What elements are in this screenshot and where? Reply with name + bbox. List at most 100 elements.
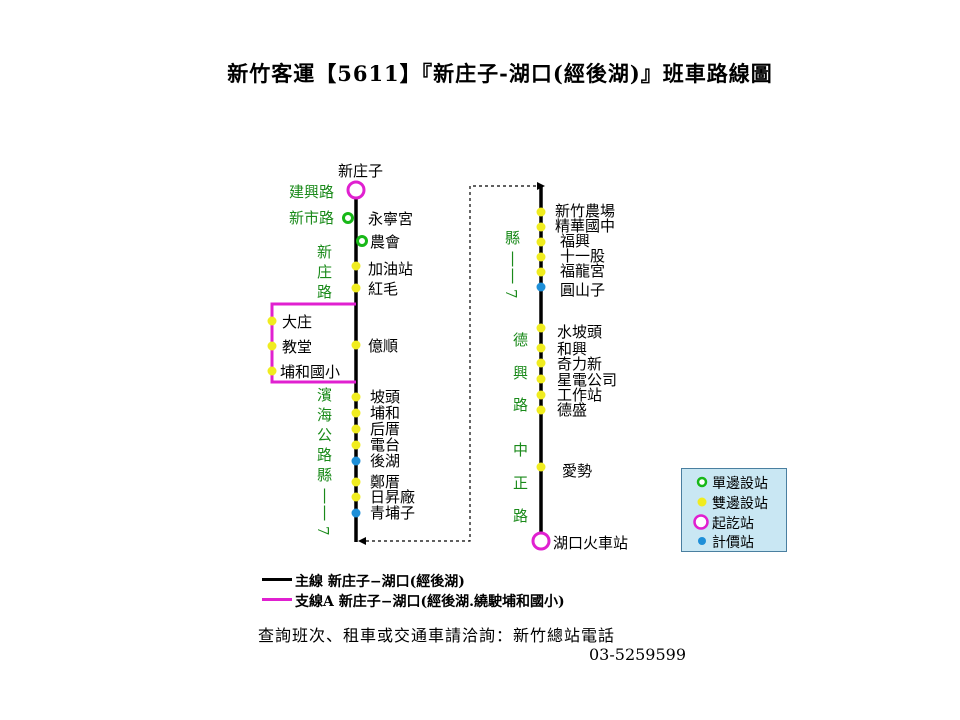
page-title: 新竹客運【5611】『新庄子-湖口(經後湖)』班車路線圖 bbox=[227, 61, 773, 86]
double-side-marker bbox=[351, 492, 361, 502]
stop-label-shuipotou: 水坡頭 bbox=[557, 323, 602, 341]
road-char: 縣 bbox=[505, 229, 520, 247]
stop-label-aishi: 愛勢 bbox=[562, 462, 592, 480]
stop-label-risheng: 日昇廠 bbox=[370, 488, 415, 506]
road-char: 路 bbox=[513, 396, 528, 414]
road-char: 庄 bbox=[317, 263, 332, 281]
stop-label-zhengcuo: 鄭厝 bbox=[370, 473, 400, 491]
road-char: | bbox=[510, 249, 515, 267]
road-label-jianxing: 建興路 bbox=[289, 183, 334, 201]
road-char: 濱 bbox=[317, 386, 332, 404]
road-char: 海 bbox=[317, 406, 332, 424]
fare-icon bbox=[698, 537, 706, 545]
legend-label-terminal: 起訖站 bbox=[712, 516, 754, 532]
route-key-branch-label: 支線A 新庄子−湖口(經後湖.繞駛埔和國小) bbox=[295, 594, 565, 610]
stop-label-yongning: 永寧宮 bbox=[368, 210, 413, 228]
single-side-icon bbox=[696, 476, 708, 488]
branch-line-swatch bbox=[262, 598, 292, 601]
double-side-marker bbox=[536, 343, 546, 353]
stop-label-yishun: 億順 bbox=[368, 337, 398, 355]
double-side-marker bbox=[536, 358, 546, 368]
road-char: 正 bbox=[513, 474, 528, 492]
double-side-marker bbox=[536, 405, 546, 415]
stop-label-hongmao: 紅毛 bbox=[368, 280, 398, 298]
terminal-marker bbox=[346, 180, 366, 200]
road-char: 中 bbox=[513, 441, 528, 459]
road-char: | bbox=[322, 503, 327, 521]
stop-label-terminal-top: 新庄子 bbox=[338, 162, 383, 180]
road-char: | bbox=[322, 486, 327, 504]
stop-label-dazhuang: 大庄 bbox=[282, 313, 312, 331]
stop-label-puhe-school: 埔和國小 bbox=[280, 363, 340, 381]
stop-label-xinzhu-farm: 新竹農場 bbox=[555, 202, 615, 220]
road-char: 興 bbox=[513, 364, 528, 382]
double-side-marker bbox=[351, 340, 361, 350]
terminal-icon bbox=[693, 514, 709, 530]
stop-label-hexing: 和興 bbox=[557, 340, 587, 358]
stop-label-jinghua: 精華國中 bbox=[555, 217, 615, 235]
road-char: | bbox=[510, 266, 515, 284]
double-side-marker bbox=[536, 237, 546, 247]
stop-label-houhu: 後湖 bbox=[370, 452, 400, 470]
phone-number: 03-5259599 bbox=[589, 645, 687, 664]
road-char: 德 bbox=[513, 331, 528, 349]
single-side-marker bbox=[356, 235, 368, 247]
stop-label-gongzuo: 工作站 bbox=[557, 386, 602, 404]
double-side-marker bbox=[536, 323, 546, 333]
road-char: 公 bbox=[317, 426, 332, 444]
double-side-marker bbox=[536, 374, 546, 384]
stop-label-fulong: 福龍宮 bbox=[560, 262, 605, 280]
connector-arrow-left bbox=[358, 537, 366, 545]
legend-label-double: 雙邊設站 bbox=[712, 496, 768, 512]
double-side-marker bbox=[536, 252, 546, 262]
stop-label-potou: 坡頭 bbox=[370, 388, 400, 406]
connector-dashed-line bbox=[360, 185, 541, 542]
double-side-marker bbox=[351, 408, 361, 418]
road-char: 新 bbox=[317, 243, 332, 261]
double-side-marker bbox=[351, 440, 361, 450]
double-side-marker bbox=[351, 392, 361, 402]
road-char: 路 bbox=[513, 507, 528, 525]
stop-label-qingpuzi: 青埔子 bbox=[370, 504, 415, 522]
double-side-marker bbox=[267, 341, 277, 351]
fare-marker bbox=[351, 508, 361, 518]
road-char: 路 bbox=[317, 283, 332, 301]
double-side-marker bbox=[267, 366, 277, 376]
stop-label-shiyigu: 十一股 bbox=[560, 247, 605, 265]
legend-label-single: 單邊設站 bbox=[712, 476, 768, 492]
double-side-marker bbox=[536, 207, 546, 217]
connector-arrow-right bbox=[537, 182, 545, 190]
road-char: 縣 bbox=[317, 466, 332, 484]
double-side-marker bbox=[351, 261, 361, 271]
road-char: 7 bbox=[502, 289, 520, 299]
stop-label-diantai: 電台 bbox=[370, 436, 400, 454]
stop-label-yuanshan: 圓山子 bbox=[560, 281, 605, 299]
inquiry-notice: 查詢班次、租車或交通車請洽詢：新竹總站電話 bbox=[258, 626, 616, 645]
stop-label-fuxing: 福興 bbox=[560, 232, 590, 250]
single-side-marker bbox=[342, 212, 354, 224]
double-side-marker bbox=[536, 267, 546, 277]
stop-label-hukou-station: 湖口火車站 bbox=[553, 534, 628, 552]
stop-label-jiayou: 加油站 bbox=[368, 260, 413, 278]
stop-label-nonghui: 農會 bbox=[370, 233, 400, 251]
road-char: 路 bbox=[317, 446, 332, 464]
double-side-marker bbox=[536, 390, 546, 400]
stop-label-puhe: 埔和 bbox=[370, 404, 400, 422]
double-side-marker bbox=[351, 477, 361, 487]
fare-marker bbox=[351, 456, 361, 466]
stop-label-houcuo: 后厝 bbox=[370, 420, 400, 438]
route-key-main-label: 主線 新庄子−湖口(經後湖) bbox=[295, 574, 465, 590]
fare-marker bbox=[536, 282, 546, 292]
legend-label-fare: 計價站 bbox=[712, 535, 754, 551]
stop-label-xingdian: 星電公司 bbox=[557, 371, 617, 389]
main-line-swatch bbox=[262, 578, 292, 581]
terminal-marker bbox=[531, 531, 551, 551]
double-side-marker bbox=[536, 222, 546, 232]
double-side-icon bbox=[697, 497, 707, 507]
double-side-marker bbox=[351, 283, 361, 293]
double-side-marker bbox=[536, 462, 546, 472]
stop-label-qilixin: 奇力新 bbox=[557, 355, 602, 373]
double-side-marker bbox=[351, 424, 361, 434]
road-char: 7 bbox=[314, 526, 332, 536]
